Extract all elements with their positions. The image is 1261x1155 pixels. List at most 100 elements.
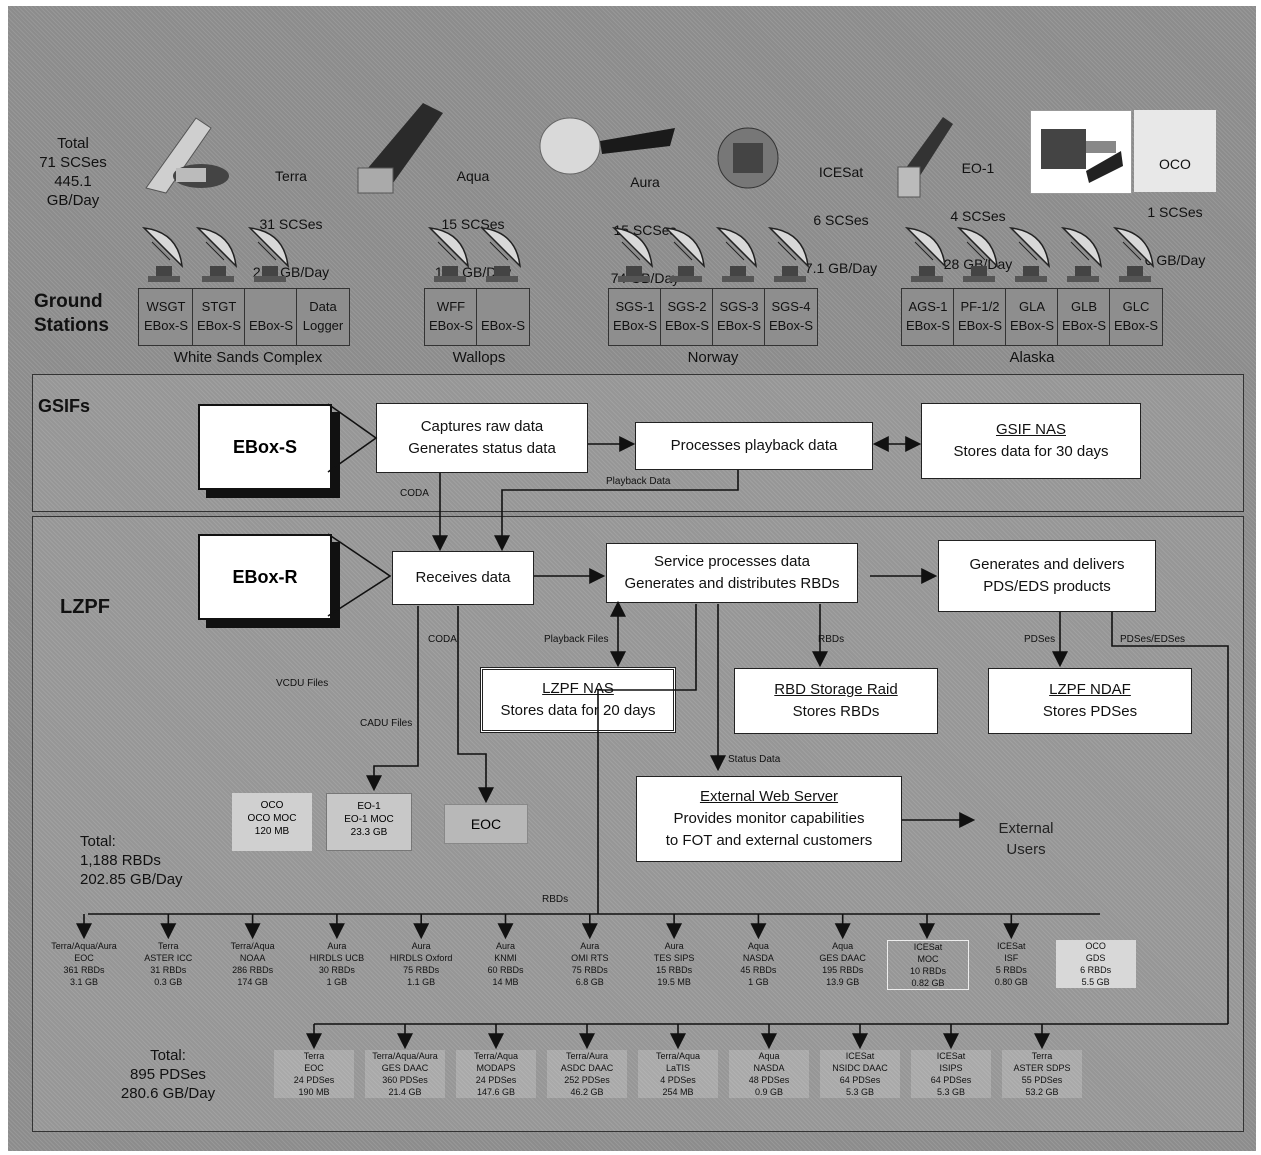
- capture-line2: Generates status data: [408, 440, 556, 457]
- region-alaska: Alaska: [1009, 349, 1055, 366]
- pds-dest-l1: Terra/Aqua: [655, 1051, 701, 1061]
- total-rate: 445.1 GB/Day: [46, 173, 100, 209]
- eoc-box: EOC: [444, 804, 528, 844]
- rbd-dest-l4: 174 GB: [237, 977, 268, 987]
- pds-dest-l4: 53.2 GB: [1025, 1087, 1059, 1097]
- generate-pds-box: Generates and delivers PDS/EDS products: [938, 540, 1156, 612]
- oco-moc-line1: OCO: [260, 800, 284, 811]
- antenna-dish-icon: [195, 227, 237, 282]
- gsif-nas-desc: Stores data for 30 days: [953, 443, 1109, 460]
- station-type: Logger: [302, 318, 344, 333]
- eo1-moc-line2: EO-1 MOC: [344, 814, 394, 825]
- terra-satellite-icon: [145, 117, 229, 194]
- rbd-dest-l4: 0.82 GB: [911, 978, 945, 988]
- ebox-r-block: EBox-R: [198, 534, 332, 620]
- rbd-dest-l1: OCO: [1085, 941, 1106, 951]
- station-id: SGS-1: [615, 299, 655, 314]
- station-id: GLA: [1018, 299, 1045, 314]
- capture-line1: Captures raw data: [420, 418, 544, 435]
- station-id: AGS-1: [908, 299, 948, 314]
- pds-dest-l4: 147.6 GB: [476, 1087, 516, 1097]
- pds-dest-l1: Terra/Aura: [565, 1051, 609, 1061]
- station-box: EBox-S: [476, 288, 530, 346]
- generate-line1: Generates and delivers: [969, 556, 1125, 573]
- rbd-dest-l1: Aura: [411, 941, 431, 951]
- region-wallops: Wallops: [452, 349, 506, 366]
- rbd-dest-l1: Aqua: [747, 941, 769, 951]
- eo1-satellite-icon: [897, 117, 953, 198]
- station-type: EBox-S: [196, 318, 242, 333]
- antenna-dish-icon: [904, 227, 946, 282]
- rbd-dest-l2: GES DAAC: [819, 953, 866, 963]
- pds-dest-l4: 254 MB: [662, 1087, 694, 1097]
- external-web-server-box: External Web Server Provides monitor cap…: [636, 776, 902, 862]
- ebox-s-block: EBox-S: [198, 404, 332, 490]
- service-line2: Generates and distributes RBDs: [624, 575, 840, 592]
- rbd-dest-l2: NOAA: [239, 953, 266, 963]
- station-type: EBox-S: [905, 318, 951, 333]
- rbd-storage-title: RBD Storage Raid: [774, 681, 898, 698]
- pds-dest-l1: ICESat: [845, 1051, 875, 1061]
- pds-dest-l2: NSIDC DAAC: [832, 1063, 888, 1073]
- ground-stations-title: Ground Stations: [34, 290, 109, 338]
- lzpf-ndaf-desc: Stores PDSes: [1042, 703, 1138, 720]
- antenna-dish-icon: [427, 227, 469, 282]
- rbd-storage-box: RBD Storage Raid Stores RBDs: [734, 668, 938, 734]
- station-id: STGT: [201, 299, 237, 314]
- arrow-playback-down: [494, 470, 739, 552]
- total-scses: Total 71 SCSes 445.1 GB/Day: [28, 134, 118, 210]
- label-vcdu-files: VCDU Files: [276, 678, 329, 689]
- sat-name: OCO: [1159, 156, 1191, 172]
- antenna-dish-icon: [1112, 227, 1154, 282]
- label-coda-gsif: CODA: [400, 488, 429, 499]
- station-type: EBox-S: [957, 318, 1003, 333]
- station-type: EBox-S: [716, 318, 762, 333]
- sat-name: EO-1: [961, 160, 995, 176]
- sat-name: ICESat: [818, 164, 864, 180]
- web-server-title: External Web Server: [699, 788, 839, 805]
- capture-box: Captures raw data Generates status data: [376, 403, 588, 473]
- rbd-dest-l4: 5.5 GB: [1081, 977, 1110, 987]
- pds-dest-l4: 21.4 GB: [388, 1087, 422, 1097]
- label-rbds: RBDs: [818, 634, 845, 645]
- station-type: EBox-S: [248, 318, 294, 333]
- diagram-canvas: Total 71 SCSes 445.1 GB/Day Terra 31 SCS…: [8, 6, 1256, 1151]
- rbd-dest-l4: 1.1 GB: [407, 977, 436, 987]
- rbd-dest-l2: HIRDLS Oxford: [389, 953, 453, 963]
- rbd-dest-l2: TES SIPS: [653, 953, 695, 963]
- total-rbds-count: 1,188 RBDs: [80, 852, 161, 869]
- external-users-line2: Users: [1006, 841, 1046, 858]
- pds-dest-l2: NASDA: [753, 1063, 785, 1073]
- antenna-dish-icon: [956, 227, 998, 282]
- rbd-dest-l2: NASDA: [742, 953, 774, 963]
- antenna-dish-icon: [767, 227, 809, 282]
- rbd-dest-l1: Aura: [327, 941, 347, 951]
- rbd-dest-l4: 0.3 GB: [154, 977, 183, 987]
- rbd-dest-l3: 75 RBDs: [571, 965, 608, 975]
- pds-dest-l3: 24 PDSes: [475, 1075, 517, 1085]
- pds-dest-l4: 5.3 GB: [936, 1087, 965, 1097]
- lzpf-ndaf-title: LZPF NDAF: [1049, 681, 1131, 698]
- rbd-dest-l3: 60 RBDs: [487, 965, 524, 975]
- rbd-dest-l4: 13.9 GB: [826, 977, 860, 987]
- pds-dest-l2: EOC: [304, 1063, 324, 1073]
- pds-dest-l3: 24 PDSes: [293, 1075, 335, 1085]
- receive-box: Receives data: [392, 551, 534, 605]
- oco-moc-line2: OCO MOC: [247, 813, 297, 824]
- total-rbds: Total: 1,188 RBDs 202.85 GB/Day: [80, 832, 190, 889]
- rbd-dest-l1: Terra: [158, 941, 179, 951]
- pds-dest-l3: 360 PDSes: [382, 1075, 428, 1085]
- station-box: EBox-S: [244, 288, 298, 346]
